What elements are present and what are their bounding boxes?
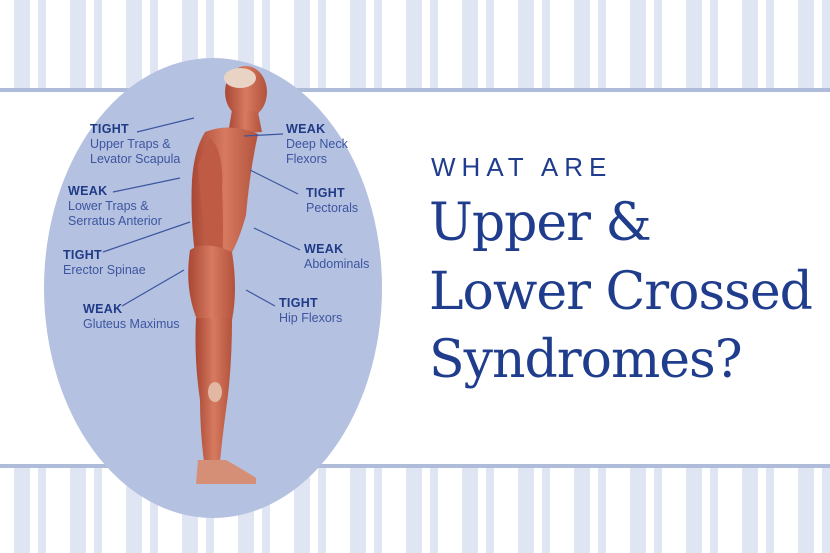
label-tag: TIGHT (63, 248, 102, 262)
label-text: Deep Neck (286, 137, 348, 151)
label-text: Pectorals (306, 201, 359, 215)
figure-hip (188, 245, 235, 322)
label-text: Erector Spinae (63, 263, 146, 277)
label-text: Levator Scapula (90, 152, 181, 166)
label-text: Flexors (286, 152, 327, 166)
label-tag: WEAK (83, 302, 123, 316)
label-abdominals: WEAK Abdominals (304, 242, 369, 272)
bottom-divider (0, 464, 830, 468)
top-divider (0, 88, 830, 92)
label-text: Lower Traps & (68, 199, 149, 213)
leader-lines (102, 117, 301, 307)
label-upper-traps: TIGHT Upper Traps & Levator Scapula (90, 122, 180, 167)
label-tag: TIGHT (279, 296, 318, 310)
figure-skull-top (224, 68, 256, 88)
label-tag: TIGHT (306, 186, 345, 200)
label-gluteus-maximus: WEAK Gluteus Maximus (83, 302, 180, 332)
label-deep-neck: WEAK Deep Neck Flexors (286, 122, 348, 167)
figure-foot (196, 460, 256, 484)
top-stripe-band (0, 0, 830, 88)
heading-line-3: Syndromes? (429, 330, 743, 390)
figure-knee (208, 382, 222, 402)
label-text: Hip Flexors (279, 311, 343, 325)
label-text: Upper Traps & (90, 137, 171, 151)
label-text: Serratus Anterior (68, 214, 162, 228)
label-tag: TIGHT (90, 122, 129, 136)
label-lower-traps: WEAK Lower Traps & Serratus Anterior (68, 184, 162, 229)
heading-kicker: WHAT ARE (431, 152, 613, 182)
label-tag: WEAK (286, 122, 326, 136)
label-hip-flexors: TIGHT Hip Flexors (279, 296, 342, 326)
label-erector-spinae: TIGHT Erector Spinae (63, 248, 146, 278)
label-text: Abdominals (304, 257, 370, 271)
label-pectorals: TIGHT Pectorals (306, 186, 358, 216)
heading-line-1: Upper & (429, 193, 652, 253)
label-tag: WEAK (304, 242, 344, 256)
heading-line-2: Lower Crossed (429, 262, 813, 322)
label-tag: WEAK (68, 184, 108, 198)
label-text: Gluteus Maximus (83, 317, 180, 331)
